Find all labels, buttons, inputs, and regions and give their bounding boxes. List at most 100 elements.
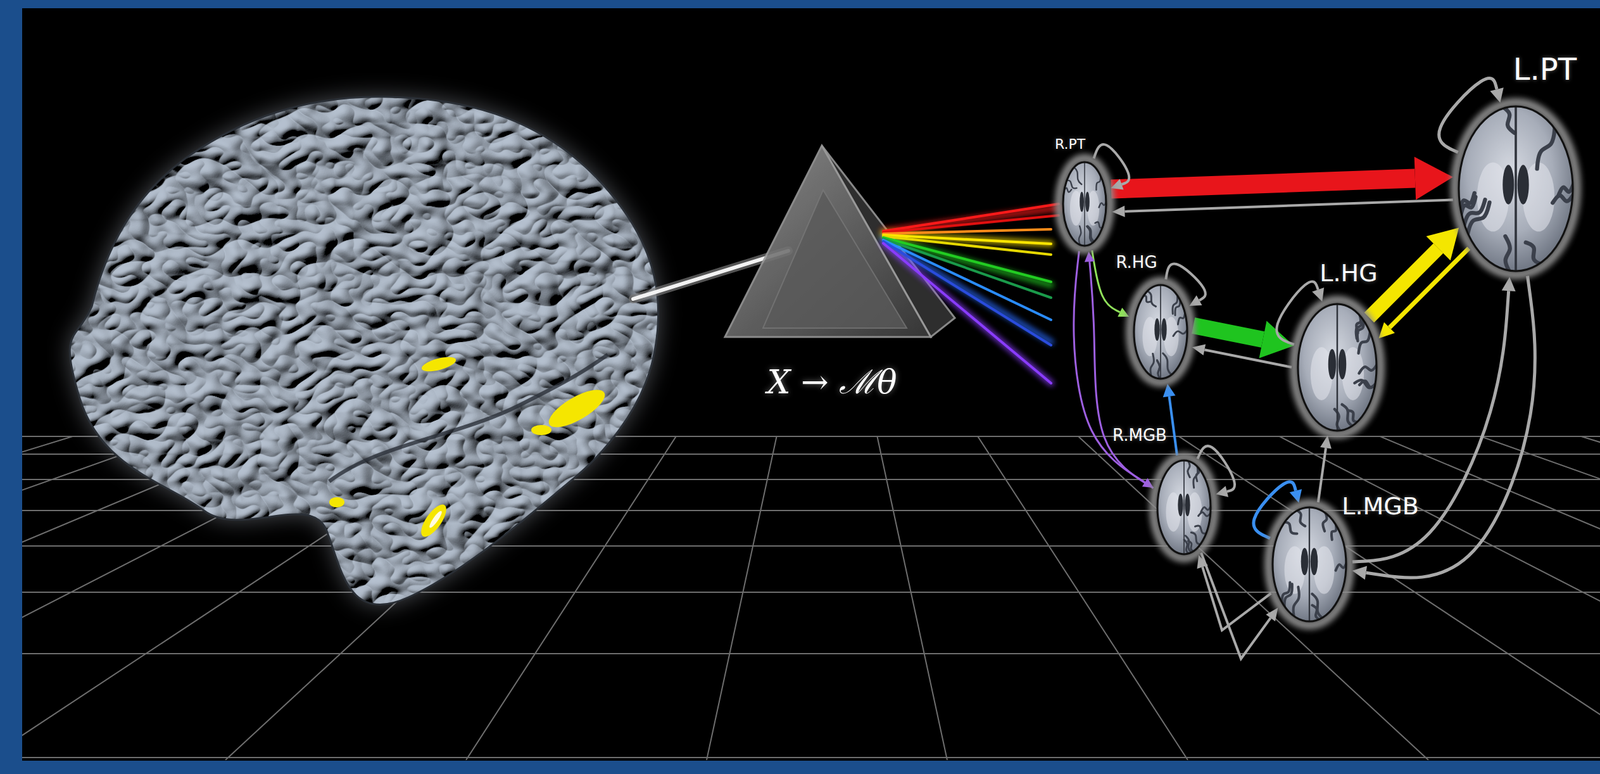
grid-line bbox=[22, 652, 1600, 655]
sulcus bbox=[1198, 512, 1212, 517]
slice-border bbox=[1133, 284, 1188, 379]
brain-surface bbox=[69, 96, 659, 605]
ventricle bbox=[1502, 164, 1514, 204]
ray bbox=[883, 238, 1052, 298]
sulcus bbox=[1552, 193, 1575, 203]
region-node: R.HG bbox=[1133, 284, 1188, 379]
node-glow bbox=[1130, 281, 1191, 383]
slice-anatomy bbox=[1310, 303, 1378, 432]
slice-border bbox=[1063, 162, 1107, 246]
brain-illustration bbox=[69, 96, 659, 605]
brain-base bbox=[69, 96, 659, 605]
activation-blob bbox=[329, 497, 345, 508]
brain-slice bbox=[1157, 460, 1211, 555]
midline bbox=[1083, 162, 1086, 246]
grid-line bbox=[826, 435, 1600, 760]
grid-line bbox=[826, 435, 1600, 760]
midline bbox=[1308, 507, 1311, 622]
effective-connection bbox=[1124, 200, 1453, 212]
slice-border bbox=[1458, 106, 1573, 271]
sulcus bbox=[1078, 226, 1081, 246]
region-node: R.MGB bbox=[1157, 460, 1211, 555]
ventricle bbox=[1184, 493, 1190, 517]
effective-connection bbox=[1389, 248, 1469, 328]
effective-connection bbox=[1365, 276, 1535, 579]
spectrum-rays bbox=[883, 203, 1059, 384]
brain-slice bbox=[1063, 162, 1107, 246]
sulcus bbox=[1359, 380, 1376, 387]
slice-border bbox=[1272, 507, 1347, 622]
ventricle bbox=[1085, 191, 1090, 213]
sulcus bbox=[1293, 586, 1300, 618]
sulcus bbox=[1096, 174, 1101, 190]
effective-connection bbox=[1368, 248, 1438, 318]
sulcus bbox=[1173, 328, 1188, 336]
sulcus bbox=[1296, 509, 1306, 527]
brain-slice bbox=[1458, 106, 1573, 271]
sulcus bbox=[1348, 410, 1359, 422]
sulcus bbox=[1190, 532, 1202, 545]
node-glow bbox=[1294, 300, 1381, 435]
sulcus bbox=[1087, 227, 1095, 243]
brain-slice bbox=[1272, 507, 1347, 622]
slice-image bbox=[1272, 507, 1347, 622]
sulcus bbox=[1460, 196, 1476, 216]
region-label: R.MGB bbox=[1112, 426, 1167, 446]
ventricle bbox=[1328, 348, 1336, 380]
effective-connection bbox=[1193, 325, 1264, 340]
sulcus bbox=[1193, 465, 1198, 488]
sulcus bbox=[1358, 330, 1371, 354]
effective-connection bbox=[1202, 566, 1271, 630]
sulcus bbox=[1502, 106, 1515, 133]
slice-anatomy bbox=[1063, 162, 1107, 246]
grid-line bbox=[826, 435, 1600, 760]
brain-slice bbox=[1133, 284, 1188, 379]
ventricle bbox=[1161, 318, 1167, 342]
region-node: L.MGB bbox=[1272, 507, 1347, 622]
region-node: L.HG bbox=[1297, 303, 1377, 431]
region-label: R.HG bbox=[1115, 253, 1157, 273]
brain-outline bbox=[69, 96, 659, 605]
grid-line bbox=[826, 435, 1600, 760]
grid-line bbox=[826, 435, 1188, 760]
node-glow bbox=[1153, 456, 1215, 558]
sulcus bbox=[1156, 360, 1160, 380]
effective-connection bbox=[1204, 349, 1292, 368]
slice-anatomy bbox=[1281, 507, 1347, 622]
sulcus bbox=[1073, 167, 1082, 185]
sulcus bbox=[1342, 404, 1354, 427]
grid-line bbox=[22, 756, 1600, 758]
ventricle bbox=[1517, 164, 1530, 204]
sulcus bbox=[1195, 525, 1208, 534]
activation-highlight bbox=[428, 509, 444, 530]
grid-line bbox=[22, 545, 1600, 547]
activation-blob bbox=[420, 353, 458, 375]
sulcus bbox=[1187, 540, 1195, 552]
region-node: R.PT bbox=[1063, 162, 1107, 246]
ventricle bbox=[1154, 318, 1160, 342]
effective-connection bbox=[1201, 552, 1271, 659]
midline bbox=[1183, 460, 1185, 555]
effective-connection bbox=[1169, 396, 1178, 456]
ventricle bbox=[1177, 493, 1183, 517]
ventricle bbox=[1338, 348, 1347, 380]
sulcus bbox=[1525, 242, 1542, 265]
grid-line bbox=[826, 435, 1600, 760]
ray bbox=[883, 241, 1052, 346]
ray-glow bbox=[883, 207, 1059, 384]
sulcus bbox=[1150, 353, 1154, 377]
slice-image bbox=[1063, 162, 1107, 246]
sulcus bbox=[1467, 202, 1490, 236]
grid-line bbox=[706, 435, 827, 760]
node-glow bbox=[1059, 158, 1110, 250]
sulcus bbox=[1283, 521, 1297, 534]
sulcus bbox=[1311, 593, 1323, 619]
sulcus bbox=[1357, 317, 1364, 342]
grid-line bbox=[826, 435, 948, 760]
sulcus bbox=[1163, 353, 1173, 376]
sulcus bbox=[1172, 293, 1178, 314]
grid-line bbox=[22, 591, 1600, 593]
grid-line bbox=[826, 435, 1429, 760]
sulcus bbox=[1187, 459, 1191, 478]
ray bbox=[883, 243, 1052, 384]
